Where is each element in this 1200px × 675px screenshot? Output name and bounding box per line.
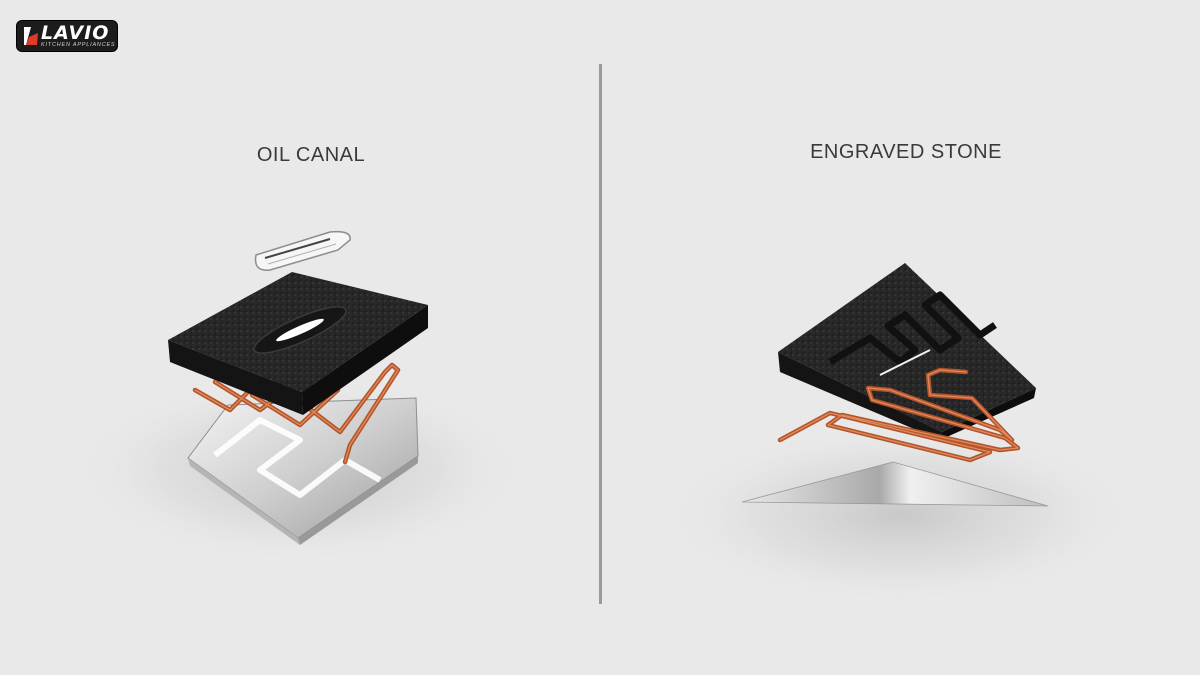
brand-tagline: KITCHEN APPLIANCES [41,42,116,48]
brand-logo: LAVIO KITCHEN APPLIANCES [16,20,118,52]
black-stone-slab-left [168,272,428,415]
steel-tray-left [187,397,419,545]
panel-title-oil-canal: OIL CANAL [256,144,366,166]
copper-heating-element-right [777,367,1021,463]
engraved-stone-illustration [660,263,1140,605]
panel-divider [599,64,602,604]
logo-mark-icon [24,27,38,45]
panel-title-engraved-stone: ENGRAVED STONE [810,141,1002,163]
brand-name: LAVIO [41,22,110,44]
oil-canal-illustration [70,230,530,565]
oil-canal-glass-piece [254,230,351,271]
engraved-stone-slab-right [778,263,1036,440]
steel-plate-right [741,461,1049,507]
